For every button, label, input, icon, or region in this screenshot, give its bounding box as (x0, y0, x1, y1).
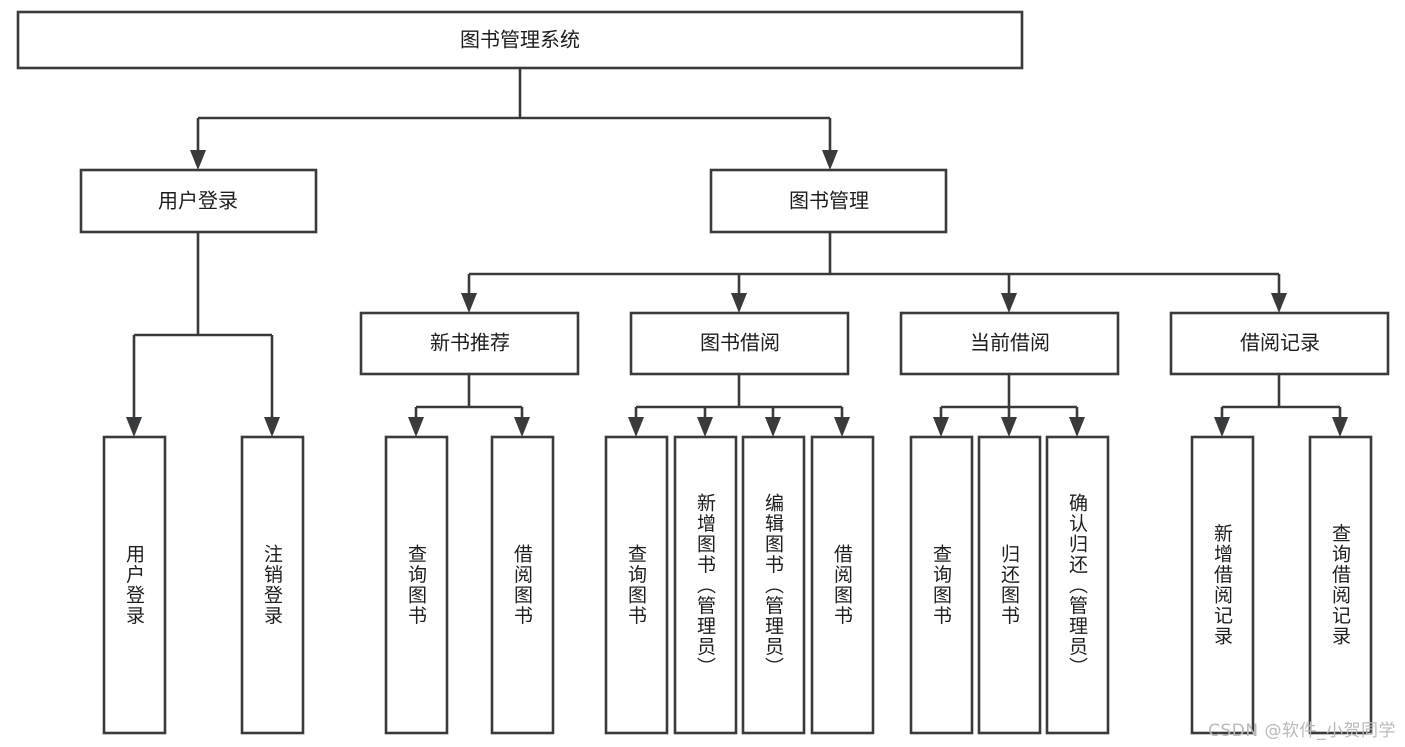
node-user-login[interactable]: 用户登录 (79, 168, 318, 234)
arrow-leaf-user-login-2 (264, 417, 280, 437)
leaf-current-borrow-1[interactable]: 查询图书 (909, 435, 974, 735)
leaf-current-borrow-1-box[interactable] (909, 435, 974, 735)
edge-layer (126, 68, 1348, 437)
node-book-manage-label: 图书管理 (789, 189, 869, 213)
arrow-leaf-new-book-1 (408, 417, 424, 437)
leaf-current-borrow-1-label: 查询图书 (930, 544, 952, 626)
node-root[interactable]: 图书管理系统 (16, 10, 1024, 70)
leaf-book-borrow-2[interactable]: 新增图书（管理员） (673, 435, 738, 735)
leaf-borrow-record-1[interactable]: 新增借阅记录 (1190, 435, 1255, 735)
leaf-book-borrow-3-box[interactable] (741, 435, 806, 735)
node-borrow-record-box[interactable] (1169, 311, 1390, 376)
arrow-leaf-borrow-record-2 (1332, 417, 1348, 437)
leaf-book-borrow-2-box[interactable] (673, 435, 738, 735)
leaf-current-borrow-2-label: 归还图书 (998, 544, 1020, 626)
leaf-borrow-record-1-label: 新增借阅记录 (1211, 523, 1233, 646)
leaf-new-book-1-box[interactable] (384, 435, 449, 735)
arrow-to-current-borrow (1001, 293, 1017, 313)
leaf-current-borrow-3[interactable]: 确认归还（管理员） (1045, 435, 1110, 735)
node-current-borrow-box[interactable] (899, 311, 1120, 376)
node-book-manage-box[interactable] (709, 168, 948, 234)
leaf-book-borrow-2-label: 新增图书（管理员） (694, 492, 716, 677)
arrow-to-book-borrow (731, 293, 747, 313)
leaf-borrow-record-1-box[interactable] (1190, 435, 1255, 735)
leaf-new-book-2-box[interactable] (490, 435, 555, 735)
leaf-user-login-2[interactable]: 注销登录 (240, 435, 305, 735)
arrow-leaf-book-borrow-2 (697, 417, 713, 437)
arrow-leaf-current-borrow-3 (1069, 417, 1085, 437)
arrow-to-new-book (461, 293, 477, 313)
node-user-login-box[interactable] (79, 168, 318, 234)
node-borrow-record-label: 借阅记录 (1240, 331, 1320, 355)
leaf-borrow-record-2[interactable]: 查询借阅记录 (1308, 435, 1373, 735)
leaf-book-borrow-1[interactable]: 查询图书 (604, 435, 669, 735)
leaf-new-book-1[interactable]: 查询图书 (384, 435, 449, 735)
arrow-leaf-current-borrow-1 (933, 417, 949, 437)
leaf-book-borrow-1-box[interactable] (604, 435, 669, 735)
leaf-user-login-1-label: 用户登录 (123, 544, 145, 626)
leaf-book-borrow-1-label: 查询图书 (625, 544, 647, 626)
arrow-leaf-user-login-1 (126, 417, 142, 437)
arrow-leaf-new-book-2 (514, 417, 530, 437)
node-book-borrow-label: 图书借阅 (700, 331, 780, 355)
leaf-book-borrow-4-label: 借阅图书 (831, 544, 853, 626)
node-book-borrow-box[interactable] (629, 311, 850, 376)
leaf-current-borrow-3-label: 确认归还（管理员） (1066, 492, 1088, 677)
node-current-borrow-label: 当前借阅 (970, 331, 1050, 355)
leaf-current-borrow-3-box[interactable] (1045, 435, 1110, 735)
arrow-leaf-book-borrow-3 (765, 417, 781, 437)
arrow-to-borrow-record (1271, 293, 1287, 313)
leaf-new-book-2-label: 借阅图书 (511, 544, 533, 626)
node-new-book-recommend-box[interactable] (359, 311, 580, 376)
leaf-borrow-record-2-box[interactable] (1308, 435, 1373, 735)
node-book-borrow[interactable]: 图书借阅 (629, 311, 850, 376)
leaf-current-borrow-2-box[interactable] (977, 435, 1042, 735)
leaf-new-book-2[interactable]: 借阅图书 (490, 435, 555, 735)
arrow-leaf-book-borrow-1 (628, 417, 644, 437)
node-borrow-record[interactable]: 借阅记录 (1169, 311, 1390, 376)
node-new-book-recommend-label: 新书推荐 (430, 331, 510, 355)
node-new-book-recommend[interactable]: 新书推荐 (359, 311, 580, 376)
leaf-new-book-1-label: 查询图书 (405, 544, 427, 626)
leaf-user-login-1[interactable]: 用户登录 (102, 435, 167, 735)
arrow-to-user-login (190, 150, 206, 170)
arrow-leaf-borrow-record-1 (1214, 417, 1230, 437)
leaf-borrow-record-2-label: 查询借阅记录 (1329, 523, 1351, 646)
arrow-leaf-book-borrow-4 (834, 417, 850, 437)
arrow-leaf-current-borrow-2 (1001, 417, 1017, 437)
leaf-user-login-2-box[interactable] (240, 435, 305, 735)
leaf-user-login-2-label: 注销登录 (261, 544, 283, 626)
leaf-book-borrow-3-label: 编辑图书（管理员） (762, 492, 784, 677)
node-user-login-label: 用户登录 (158, 189, 238, 213)
leaf-book-borrow-4[interactable]: 借阅图书 (810, 435, 875, 735)
arrow-to-book-manage (822, 150, 838, 170)
node-current-borrow[interactable]: 当前借阅 (899, 311, 1120, 376)
leaf-book-borrow-3[interactable]: 编辑图书（管理员） (741, 435, 806, 735)
node-root-box[interactable] (16, 10, 1024, 70)
node-book-manage[interactable]: 图书管理 (709, 168, 948, 234)
leaf-book-borrow-4-box[interactable] (810, 435, 875, 735)
leaf-user-login-1-box[interactable] (102, 435, 167, 735)
node-root-label: 图书管理系统 (460, 28, 580, 52)
leaf-current-borrow-2[interactable]: 归还图书 (977, 435, 1042, 735)
